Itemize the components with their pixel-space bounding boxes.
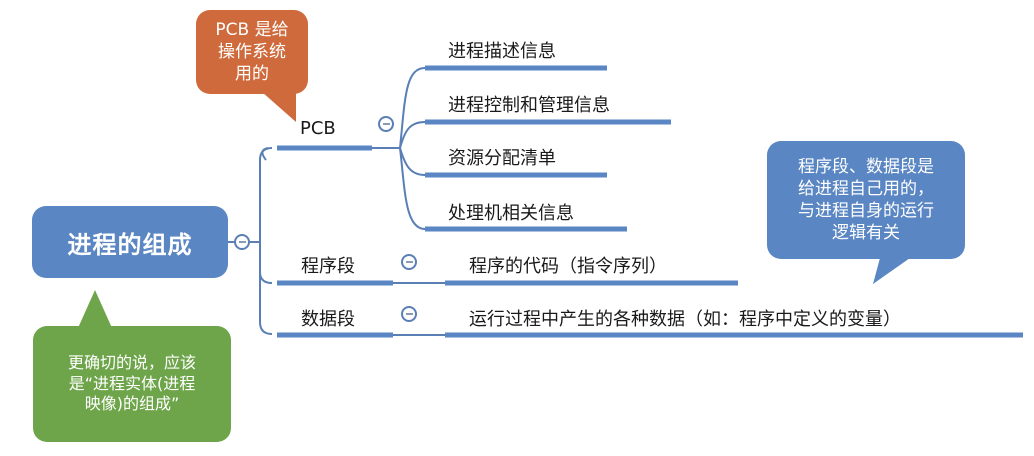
trunk-mid-curve bbox=[259, 271, 273, 284]
pcb-child-3-label: 资源分配清单 bbox=[448, 148, 556, 169]
root-callout: 更确切的说，应该 是“进程实体(进程 映像)的组成” bbox=[33, 326, 231, 442]
pcb-child-1[interactable]: 进程描述信息 bbox=[448, 37, 556, 63]
trunk-line bbox=[259, 147, 273, 335]
branch-pcb-label: PCB bbox=[300, 118, 336, 139]
branch-data-segment[interactable]: 数据段 bbox=[301, 305, 355, 331]
root-callout-text: 更确切的说，应该 是“进程实体(进程 映像)的组成” bbox=[67, 352, 196, 414]
pcb-child-3[interactable]: 资源分配清单 bbox=[448, 144, 556, 170]
data-segment-child-1[interactable]: 运行过程中产生的各种数据（如：程序中定义的变量） bbox=[469, 305, 901, 331]
data-segment-collapse-button[interactable] bbox=[401, 306, 417, 322]
pcb-collapse-button[interactable] bbox=[378, 116, 394, 132]
branch-data-segment-label: 数据段 bbox=[301, 309, 355, 330]
pcb-child-curve-1 bbox=[399, 67, 426, 149]
branch-code-segment-label: 程序段 bbox=[301, 256, 355, 277]
segments-callout: 程序段、数据段是 给进程自己用的， 与进程自身的运行 逻辑有关 bbox=[767, 141, 965, 259]
pcb-child-curve-4 bbox=[399, 147, 426, 230]
branch-code-segment[interactable]: 程序段 bbox=[301, 252, 355, 278]
root-callout-tail bbox=[78, 290, 112, 328]
pcb-child-2-label: 进程控制和管理信息 bbox=[448, 95, 610, 116]
root-node-label: 进程的组成 bbox=[67, 230, 193, 259]
code-segment-collapse-button[interactable] bbox=[401, 254, 417, 270]
data-segment-child-1-label: 运行过程中产生的各种数据（如：程序中定义的变量） bbox=[469, 309, 901, 330]
segments-callout-tail bbox=[873, 258, 910, 284]
code-segment-child-1[interactable]: 程序的代码（指令序列） bbox=[469, 252, 667, 278]
code-segment-child-1-label: 程序的代码（指令序列） bbox=[469, 256, 667, 277]
pcb-child-4-label: 处理机相关信息 bbox=[448, 203, 574, 224]
pcb-child-2[interactable]: 进程控制和管理信息 bbox=[448, 91, 610, 117]
root-collapse-button[interactable] bbox=[234, 234, 250, 250]
pcb-child-1-label: 进程描述信息 bbox=[448, 41, 556, 62]
pcb-child-curve-3 bbox=[399, 147, 426, 176]
pcb-child-curve-2 bbox=[399, 121, 426, 149]
pcb-callout-tail bbox=[262, 92, 296, 122]
pcb-callout: PCB 是给 操作系统 用的 bbox=[196, 10, 308, 94]
trunk-top-curve bbox=[259, 147, 273, 161]
pcb-callout-text: PCB 是给 操作系统 用的 bbox=[215, 19, 289, 85]
pcb-child-4[interactable]: 处理机相关信息 bbox=[448, 199, 574, 225]
segments-callout-text: 程序段、数据段是 给进程自己用的， 与进程自身的运行 逻辑有关 bbox=[798, 156, 934, 244]
root-node[interactable]: 进程的组成 bbox=[32, 206, 228, 278]
branch-pcb[interactable]: PCB bbox=[300, 118, 336, 139]
